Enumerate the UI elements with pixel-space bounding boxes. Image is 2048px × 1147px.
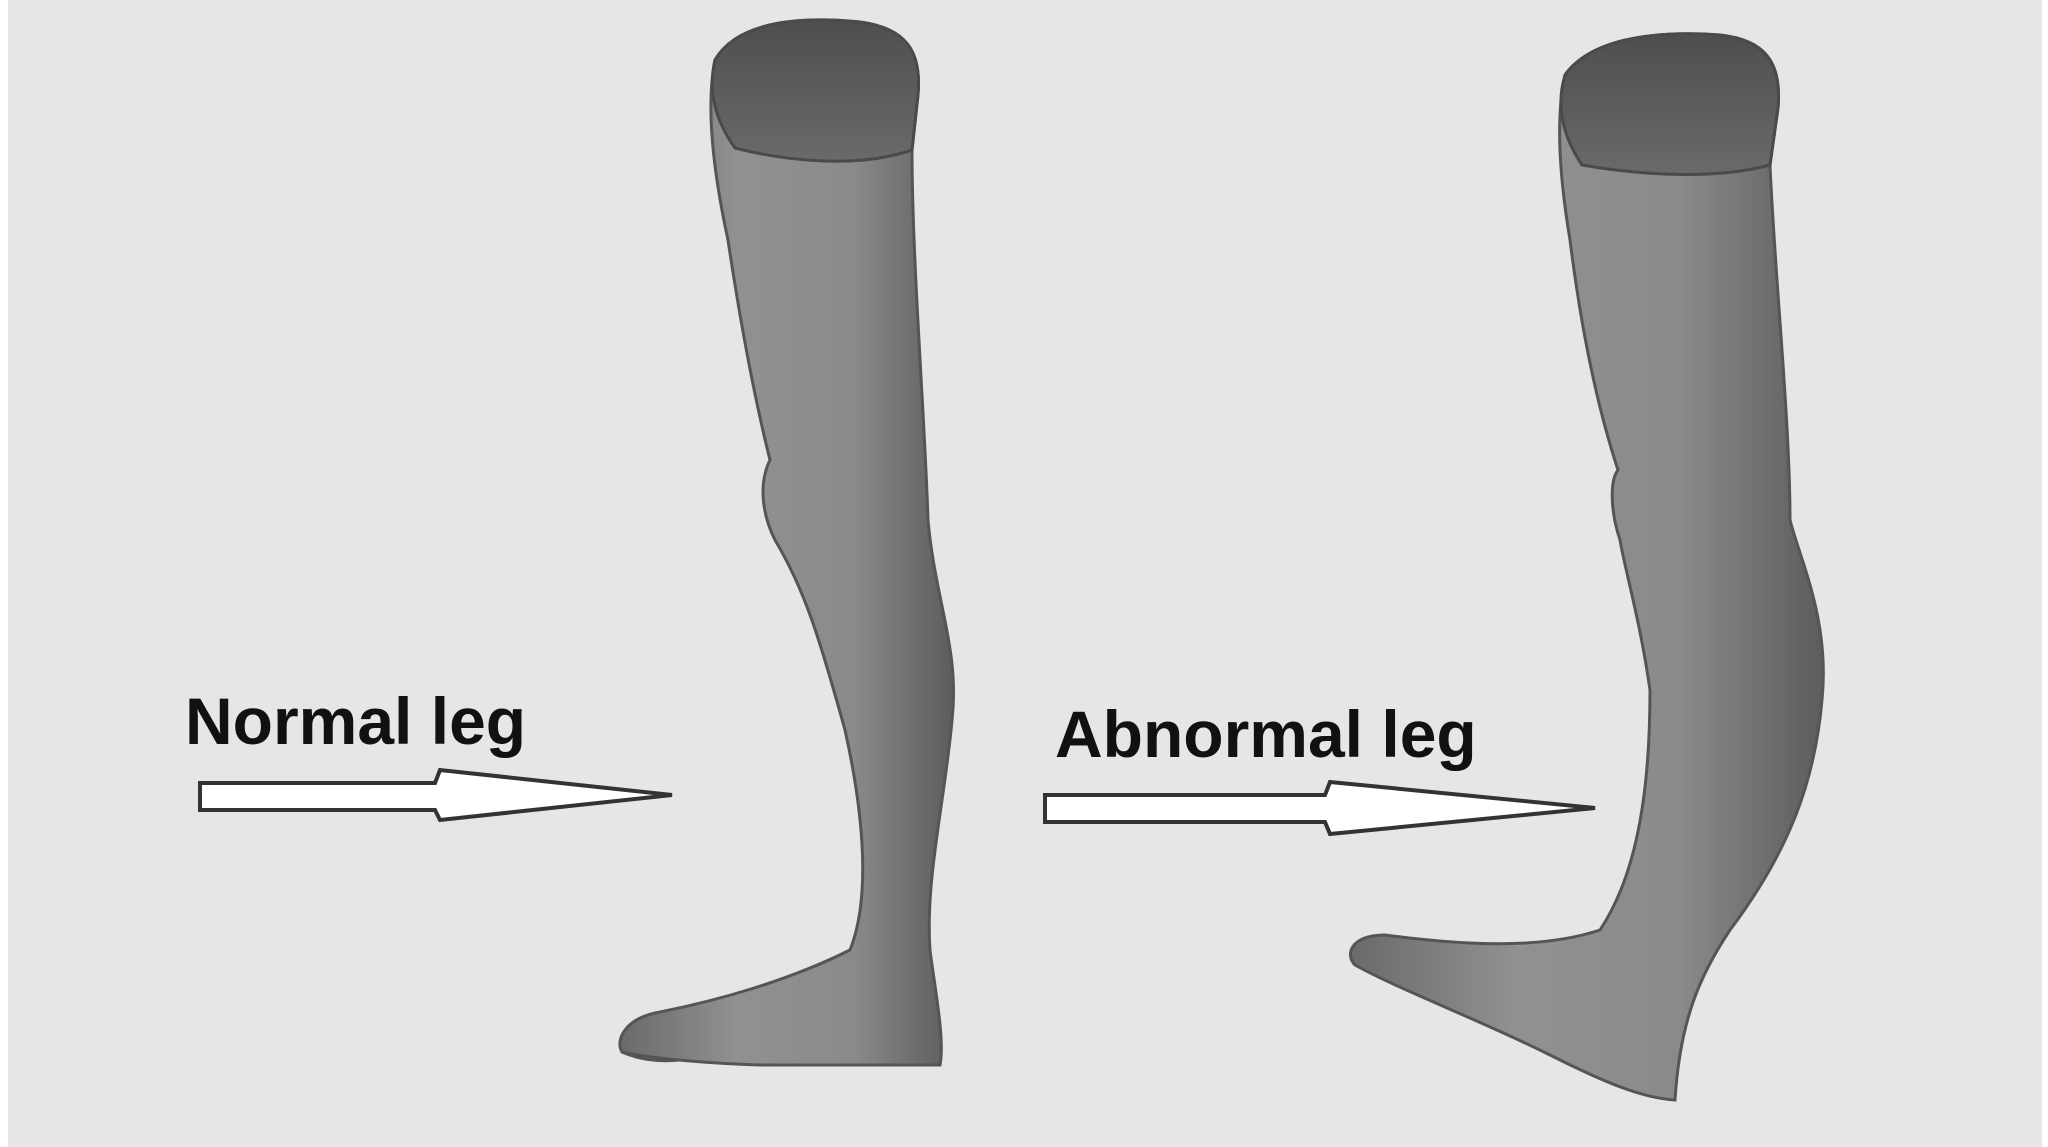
normal-leg-arrow: [198, 767, 673, 823]
normal-leg: [618, 18, 956, 1067]
abnormal-leg-arrow: [1043, 779, 1596, 837]
abnormal-leg: [1349, 32, 1825, 1102]
normal-leg-label: Normal leg: [185, 684, 527, 758]
abnormal-leg-label: Abnormal leg: [1055, 697, 1477, 771]
